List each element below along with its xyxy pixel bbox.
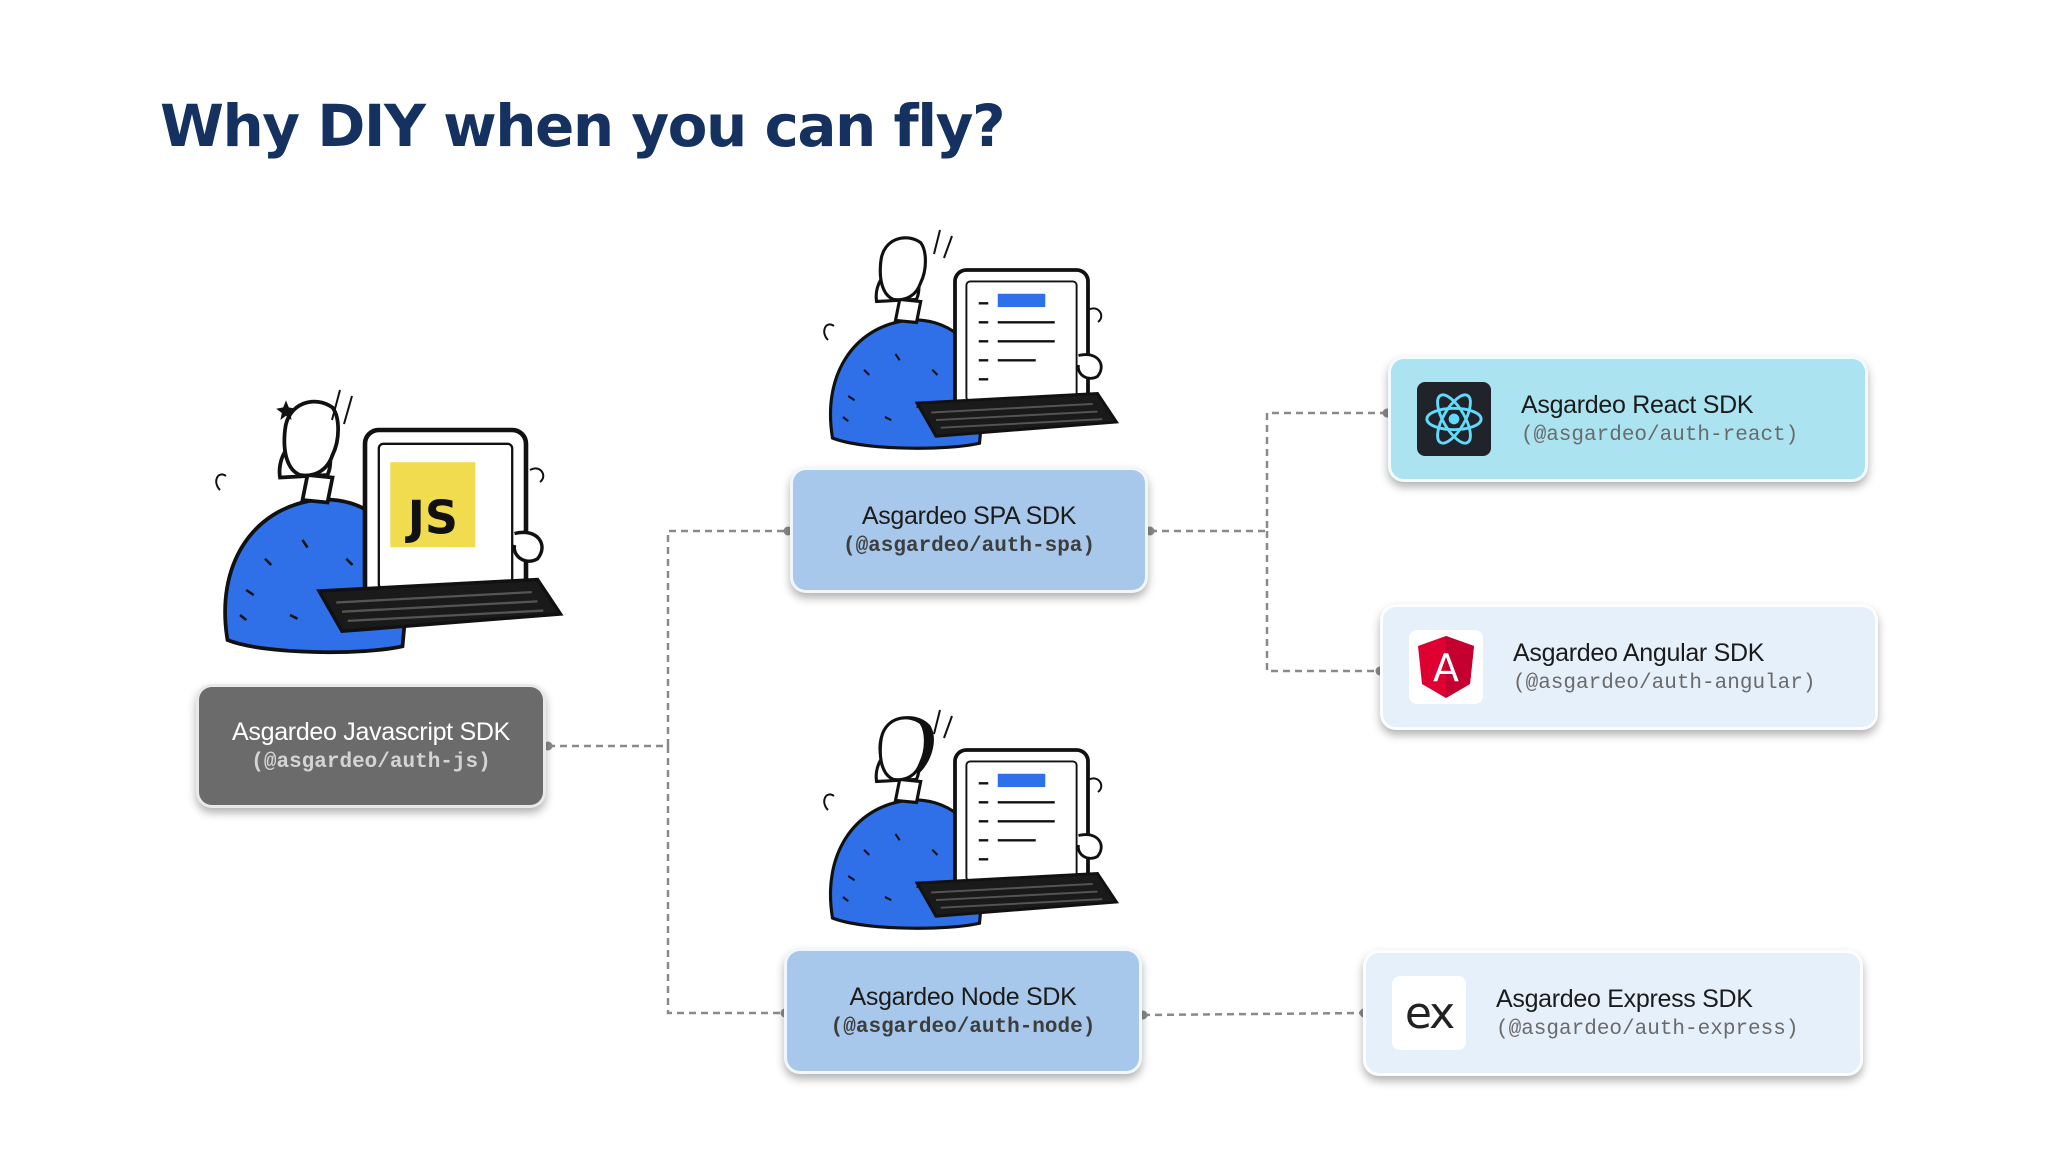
connector-js-to-node: [666, 746, 785, 1015]
react-sdk-label: Asgardeo React SDK: [1521, 391, 1754, 419]
connectors: [548, 411, 1387, 1017]
node-sdk-node: Asgardeo Node SDK (@asgardeo/auth-node): [784, 948, 1142, 1074]
spa-sdk-node: Asgardeo SPA SDK (@asgardeo/auth-spa): [790, 467, 1148, 593]
react-sdk-node: Asgardeo React SDK (@asgardeo/auth-react…: [1388, 356, 1868, 482]
js-logo-icon: [390, 462, 476, 548]
angular-sdk-package: (@asgardeo/auth-angular): [1513, 672, 1816, 695]
node-sdk-package: (@asgardeo/auth-node): [830, 1016, 1096, 1039]
react-sdk-package: (@asgardeo/auth-react): [1521, 424, 1799, 447]
express-sdk-label: Asgardeo Express SDK: [1496, 985, 1753, 1013]
express-logo-icon: ex: [1392, 976, 1466, 1050]
node-laptop-illustration: [823, 709, 1119, 930]
javascript-sdk-node: Asgardeo Javascript SDK (@asgardeo/auth-…: [196, 684, 546, 808]
react-logo-icon: [1417, 382, 1491, 456]
spa-laptop-illustration: [823, 229, 1119, 450]
express-sdk-node: ex Asgardeo Express SDK (@asgardeo/auth-…: [1363, 950, 1863, 1076]
javascript-sdk-label: Asgardeo Javascript SDK: [232, 718, 510, 746]
connector-js-to-spa: [548, 529, 788, 748]
slide-title: Why DIY when you can fly?: [160, 92, 1006, 160]
spa-sdk-package: (@asgardeo/auth-spa): [842, 535, 1096, 558]
connector-spa-to-angular: [1265, 531, 1380, 673]
connector-node-to-express: [1142, 1011, 1365, 1017]
node-sdk-label: Asgardeo Node SDK: [849, 983, 1077, 1011]
angular-sdk-label: Asgardeo Angular SDK: [1513, 639, 1765, 667]
js-logo-text: JS: [405, 491, 458, 545]
spa-sdk-label: Asgardeo SPA SDK: [861, 502, 1077, 530]
angular-logo-letter: A: [1433, 646, 1459, 690]
connector-spa-to-react: [1150, 411, 1387, 533]
angular-logo-icon: A: [1409, 630, 1483, 704]
javascript-sdk-package: (@asgardeo/auth-js): [251, 751, 491, 774]
javascript-laptop-illustration: JS: [215, 389, 560, 655]
express-sdk-package: (@asgardeo/auth-express): [1496, 1018, 1799, 1041]
angular-sdk-node: A Asgardeo Angular SDK (@asgardeo/auth-a…: [1380, 604, 1878, 730]
express-logo-text: ex: [1404, 987, 1455, 1039]
